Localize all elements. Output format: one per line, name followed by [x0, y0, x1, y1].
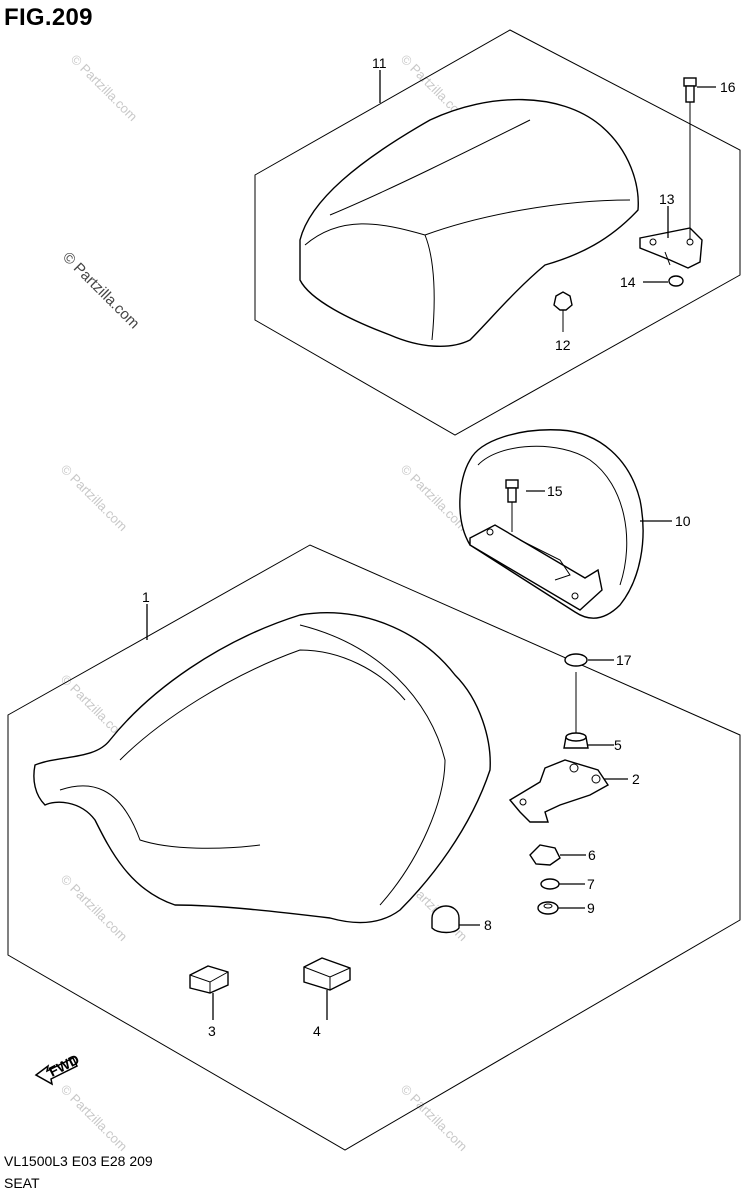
washer-top-illustration [564, 653, 588, 740]
cushion-large-illustration [303, 957, 351, 991]
bolt-backrest-illustration [505, 479, 519, 532]
watermark: © Partzilla.com [58, 872, 131, 945]
callout-6: 6 [588, 847, 596, 863]
grommet-illustration [537, 901, 559, 915]
rear-bracket-illustration [639, 227, 703, 269]
callout-10: 10 [675, 513, 691, 529]
bracket-illustration [508, 759, 610, 823]
watermark: © Partzilla.com [58, 1082, 131, 1155]
callout-labels: 1 2 3 4 5 6 7 8 9 10 11 12 13 14 15 16 1… [142, 55, 736, 1039]
callout-2: 2 [632, 771, 640, 787]
callout-1: 1 [142, 589, 150, 605]
backrest-illustration [459, 429, 644, 619]
clip-illustration [553, 291, 573, 332]
front-seat-group-outline [7, 544, 741, 1151]
nut-rear-illustration [668, 275, 684, 287]
seat-front-illustration [33, 612, 491, 924]
washer-illustration [540, 878, 560, 890]
callout-3: 3 [208, 1023, 216, 1039]
section-name: SEAT [4, 1175, 40, 1191]
watermark: © Partzilla.com [398, 1082, 471, 1155]
figure-title: FIG.209 [4, 4, 93, 31]
collar-illustration [563, 732, 589, 749]
callout-12: 12 [555, 337, 571, 353]
bolt-rear-illustration [683, 77, 697, 240]
cushion-small-illustration [189, 965, 229, 994]
watermark-prominent: © Partzilla.com [59, 249, 142, 332]
callout-14: 14 [620, 274, 636, 290]
callout-7: 7 [587, 876, 595, 892]
seat-rear-illustration [299, 98, 639, 348]
callout-15: 15 [547, 483, 563, 499]
callout-9: 9 [587, 900, 595, 916]
rear-seat-group-outline [254, 29, 741, 436]
callout-17: 17 [616, 652, 632, 668]
watermark: © Partzilla.com [58, 462, 131, 535]
callout-13: 13 [659, 191, 675, 207]
fwd-arrow-icon: FWD [34, 1051, 82, 1086]
callout-11: 11 [372, 55, 387, 71]
callout-8: 8 [484, 917, 492, 933]
callout-5: 5 [614, 737, 622, 753]
cushion-round-illustration [431, 905, 460, 934]
model-code: VL1500L3 E03 E28 209 [4, 1153, 153, 1169]
fwd-label: FWD [46, 1051, 82, 1080]
watermark: © Partzilla.com [68, 52, 141, 125]
nut-illustration [529, 844, 561, 866]
callout-16: 16 [720, 79, 736, 95]
callout-4: 4 [313, 1023, 321, 1039]
leader-lines [146, 70, 716, 1020]
